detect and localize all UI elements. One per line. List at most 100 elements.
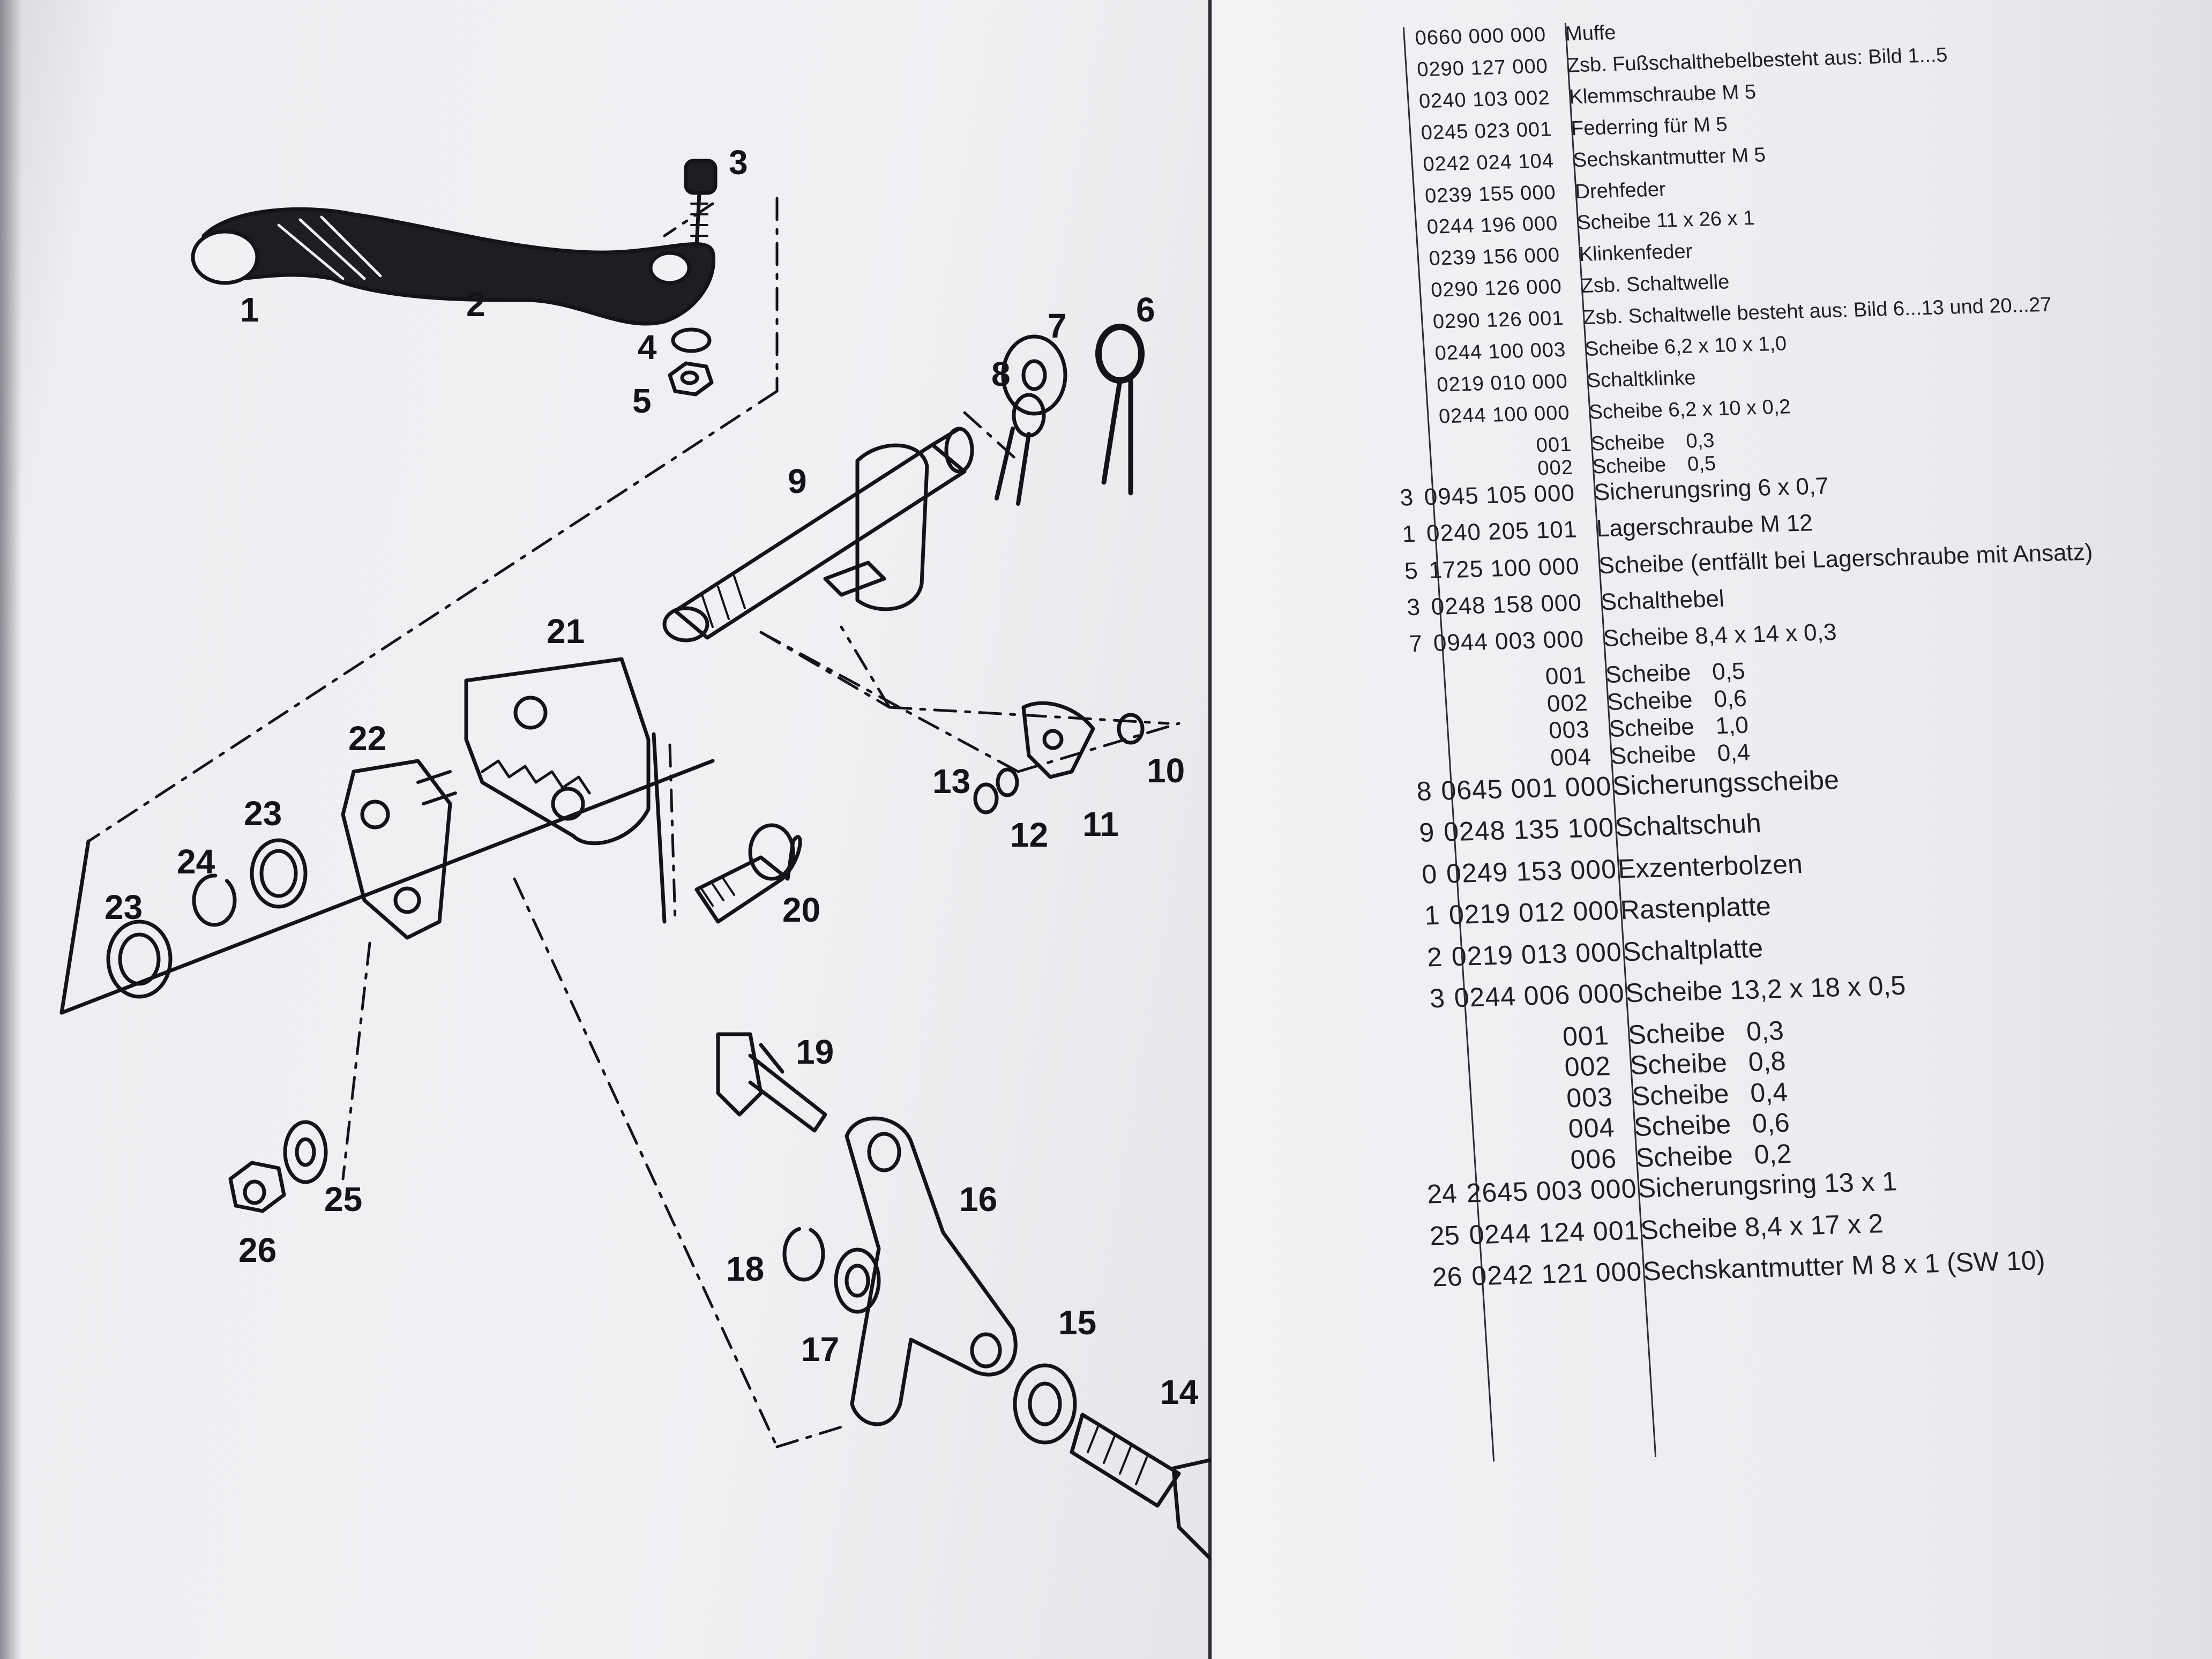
row-position <box>1274 687 1434 692</box>
row-part-number: 0248 158 000 <box>1430 589 1583 620</box>
washer-13-drawing <box>973 782 999 814</box>
row-description: Scheibe (entfällt bei Lagerschraube mit … <box>1597 539 2094 579</box>
callout-18: 18 <box>726 1250 764 1288</box>
row-description: Scheibe 6,2 x 10 x 0,2 <box>1588 395 1791 424</box>
row-part-number: 0290 127 000 <box>1416 55 1549 81</box>
row-part-number: 0290 126 001 <box>1432 307 1565 333</box>
row-position <box>1234 46 1394 50</box>
row-description: Scheibe 8,4 x 17 x 2 <box>1639 1208 1885 1245</box>
row-description: Scheibe <box>1631 1078 1730 1111</box>
row-part-number: 0239 156 000 <box>1428 244 1561 271</box>
row-thickness-value: 0,3 <box>1685 429 1715 453</box>
callout-9: 9 <box>788 462 807 500</box>
shift-lever-drawing <box>845 1116 1018 1426</box>
callout-21: 21 <box>547 612 585 651</box>
callout-1: 1 <box>240 290 259 329</box>
callout-13: 13 <box>932 762 970 801</box>
part-callouts: 1 2 3 4 5 6 7 8 9 10 11 12 13 14 15 16 1… <box>104 143 1199 1411</box>
row-description: Scheibe 6,2 x 10 x 1,0 <box>1584 332 1788 361</box>
torsion-spring-drawing <box>1095 324 1145 384</box>
callout-23b: 23 <box>104 888 143 926</box>
row-description: Scheibe <box>1627 1017 1726 1050</box>
washer-23b-drawing <box>106 920 173 999</box>
right-page <box>1212 0 2212 1659</box>
callout-20: 20 <box>782 891 820 929</box>
shift-pawl-drawing <box>1021 701 1095 779</box>
washer-23a-drawing <box>250 838 308 909</box>
row-part-number: 002 <box>1563 1051 1612 1082</box>
small-washer-drawing <box>1012 393 1046 438</box>
callout-8: 8 <box>991 355 1011 393</box>
row-position <box>1253 361 1414 365</box>
row-thickness-value: 1,0 <box>1715 712 1750 739</box>
row-description: Scheibe <box>1633 1109 1732 1142</box>
row-position: 5 <box>1403 557 1419 584</box>
row-part-number: 004 <box>1567 1112 1616 1144</box>
callout-24: 24 <box>177 842 215 881</box>
row-part-number: 004 <box>1549 743 1593 771</box>
row-part-number: 0645 001 000 <box>1440 771 1612 806</box>
callout-15: 15 <box>1058 1303 1096 1342</box>
row-thickness-value: 0,5 <box>1711 657 1746 685</box>
row-position: 3 <box>1406 594 1421 621</box>
row-description: Scheibe <box>1608 713 1695 743</box>
washer-25-drawing <box>283 1120 328 1184</box>
row-position: 3 <box>1429 983 1446 1014</box>
callout-2: 2 <box>466 285 485 324</box>
row-part-number: 0240 205 101 <box>1425 516 1578 547</box>
row-position: 3 <box>1399 484 1414 511</box>
bearing-screw-drawing <box>1070 1413 1211 1561</box>
circlip-24-drawing <box>192 873 237 927</box>
row-position <box>1279 769 1440 773</box>
row-description: Schalthebel <box>1600 585 1725 615</box>
spring-washer-drawing <box>671 327 712 353</box>
row-part-number: 0945 105 000 <box>1423 480 1576 511</box>
row-position <box>1251 329 1412 333</box>
exploded-parts-diagram: 1 2 3 4 5 6 7 8 9 10 11 12 13 14 15 16 1… <box>59 143 1211 1561</box>
row-position <box>1257 423 1418 428</box>
detent-plate-drawing <box>464 657 651 846</box>
row-part-number: 0660 000 000 <box>1414 23 1547 50</box>
callout-11: 11 <box>1082 805 1119 843</box>
row-position <box>1304 1171 1465 1176</box>
row-thickness-value: 0,2 <box>1753 1138 1792 1170</box>
row-position: 24 <box>1426 1178 1458 1209</box>
row-part-number: 0944 003 000 <box>1432 626 1585 656</box>
row-position: 0 <box>1421 858 1438 890</box>
row-description: Muffe <box>1564 21 1617 46</box>
row-thickness-value: 0,5 <box>1686 452 1717 476</box>
row-thickness-value: 0,3 <box>1745 1015 1785 1047</box>
row-thickness-value: 0,6 <box>1751 1107 1791 1139</box>
eccentric-bolt-drawing <box>694 823 802 924</box>
row-part-number: 003 <box>1548 716 1591 744</box>
row-position <box>1244 203 1404 207</box>
row-position <box>1261 479 1422 483</box>
callout-6: 6 <box>1136 290 1155 329</box>
row-position: 25 <box>1429 1220 1461 1251</box>
row-description: Scheibe <box>1629 1048 1728 1080</box>
row-position: 26 <box>1431 1261 1463 1292</box>
clamp-screw-drawing <box>684 159 718 249</box>
callout-19: 19 <box>796 1033 834 1071</box>
row-description: Klemmschraube M 5 <box>1568 80 1757 109</box>
row-position <box>1259 455 1420 459</box>
row-position: 1 <box>1423 900 1440 931</box>
row-description: Sechskantmutter M 8 x 1 (SW 10) <box>1642 1245 2046 1287</box>
washer-17-drawing <box>834 1247 881 1314</box>
row-description: Zsb. Fußschalthebelbesteht aus: Bild 1..… <box>1566 43 1948 77</box>
row-part-number: 0244 196 000 <box>1426 212 1559 239</box>
row-part-number: 002 <box>1546 689 1589 717</box>
row-description: Scheibe <box>1610 741 1697 769</box>
row-position <box>1239 140 1400 144</box>
row-description: Rastenplatte <box>1619 891 1772 925</box>
